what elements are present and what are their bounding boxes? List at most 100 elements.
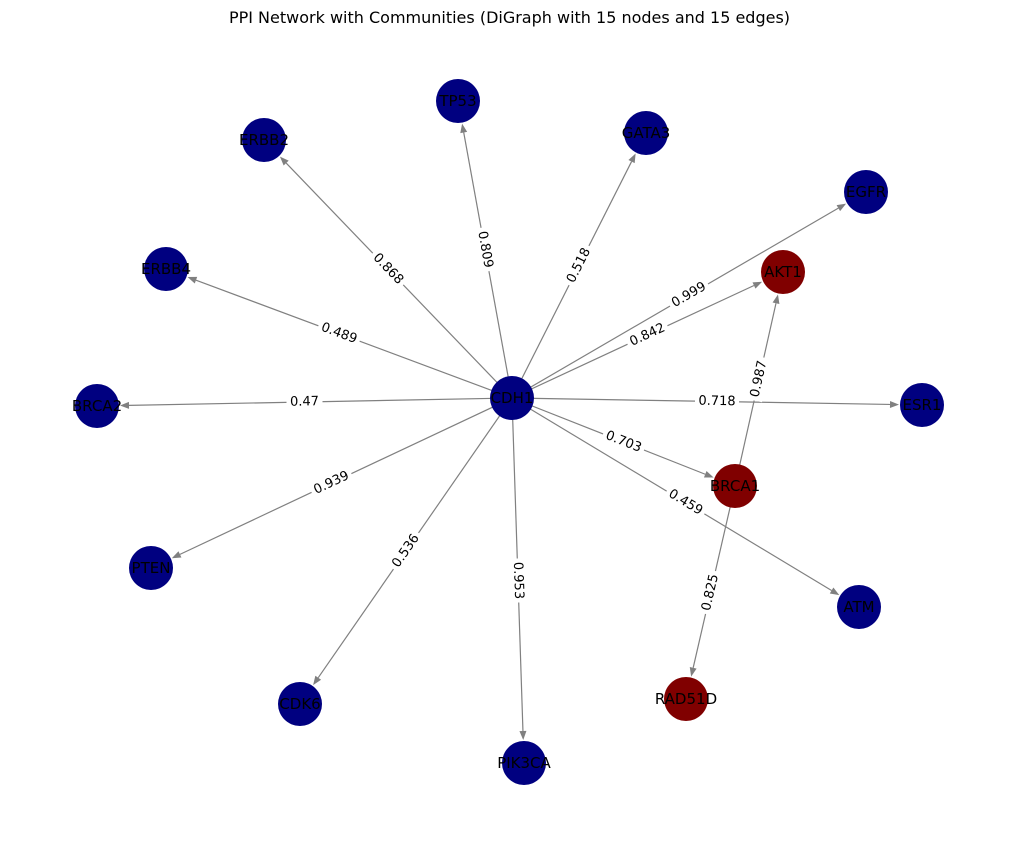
edge-label-brca1-rad51d: 0.825 — [697, 569, 724, 616]
edge-label-background — [386, 528, 426, 574]
edge-label-cdh1-cdk6: 0.536 — [386, 528, 426, 574]
edge-label-background — [665, 277, 713, 313]
node-label: ERBB2 — [239, 131, 289, 149]
node-circle — [242, 118, 286, 162]
node-cdk6: CDK6 — [278, 682, 322, 726]
node-egfr: EGFR — [844, 170, 888, 214]
node-label: ATM — [843, 598, 874, 616]
edge-weight-text: 0.999 — [669, 279, 709, 311]
edge-label-background — [697, 569, 724, 616]
node-circle — [761, 250, 805, 294]
node-circle — [713, 464, 757, 508]
node-pik3ca: PIK3CA — [497, 741, 552, 785]
node-label: BRCA1 — [710, 477, 760, 495]
node-label: GATA3 — [622, 124, 671, 142]
edge-label-cdh1-erbb2: 0.868 — [366, 247, 410, 291]
edge-label-cdh1-tp53: 0.809 — [473, 226, 497, 273]
edge-label-background — [561, 242, 597, 289]
edge-label-background — [315, 318, 363, 349]
edge-label-cdh1-pten: 0.939 — [308, 466, 355, 500]
arrowhead-cdh1-egfr — [836, 203, 847, 212]
edge-weight-text: 0.842 — [627, 320, 667, 349]
edge-label-cdh1-pik3ca: 0.953 — [509, 558, 527, 603]
node-rad51d: RAD51D — [655, 677, 717, 721]
node-brca2: BRCA2 — [72, 384, 122, 428]
node-circle — [144, 247, 188, 291]
arrowhead-cdh1-esr1 — [889, 400, 900, 408]
node-label: EGFR — [846, 183, 886, 201]
node-brca1: BRCA1 — [710, 464, 760, 508]
arrowhead-cdh1-erbb2 — [279, 156, 289, 166]
edge-label-background — [509, 558, 527, 603]
edge-label-cdh1-esr1: 0.718 — [694, 393, 740, 410]
arrowhead-cdh1-atm — [829, 587, 840, 596]
node-circle — [900, 383, 944, 427]
node-label: PTEN — [132, 559, 171, 577]
node-label: RAD51D — [655, 690, 717, 708]
node-gata3: GATA3 — [622, 111, 671, 155]
edge-weight-text: 0.459 — [666, 486, 706, 518]
node-erbb4: ERBB4 — [141, 247, 191, 291]
edge-label-background — [662, 484, 709, 521]
node-cdh1: CDH1 — [490, 376, 534, 420]
edge-weight-text: 0.47 — [290, 394, 319, 410]
edge-label-cdh1-brca2: 0.47 — [286, 393, 323, 411]
node-atm: ATM — [837, 585, 881, 629]
arrowhead-brca1-rad51d — [689, 667, 697, 677]
arrowhead-cdh1-erbb4 — [187, 276, 198, 284]
node-circle — [75, 384, 119, 428]
arrowhead-cdh1-akt1 — [752, 281, 763, 289]
edge-label-background — [473, 226, 497, 273]
edge-weight-text: 0.489 — [319, 320, 359, 347]
node-esr1: ESR1 — [900, 383, 944, 427]
edges-layer — [119, 123, 900, 741]
edge-label-background — [600, 426, 647, 458]
edge-weight-text: 0.718 — [698, 394, 735, 410]
node-tp53: TP53 — [436, 79, 480, 123]
edge-label-brca1-akt1: 0.987 — [746, 355, 772, 403]
edge-weight-text: 0.703 — [603, 428, 643, 456]
edge-weight-text: 0.809 — [474, 230, 495, 269]
edge-label-background — [624, 318, 671, 352]
edge-label-cdh1-erbb4: 0.489 — [315, 318, 363, 349]
node-circle — [278, 682, 322, 726]
node-label: PIK3CA — [497, 754, 551, 772]
arrowhead-cdh1-pik3ca — [519, 730, 527, 741]
node-pten: PTEN — [129, 546, 173, 590]
edge-weight-text: 0.953 — [510, 562, 526, 600]
node-circle — [129, 546, 173, 590]
arrowhead-cdh1-tp53 — [460, 123, 468, 134]
arrowhead-cdh1-brca1 — [703, 470, 714, 478]
node-label: ESR1 — [903, 396, 942, 414]
edge-label-background — [286, 393, 323, 411]
edge-label-background — [366, 247, 410, 291]
node-circle — [502, 741, 546, 785]
node-label: CDH1 — [491, 389, 534, 407]
node-erbb2: ERBB2 — [239, 118, 289, 162]
edge-weight-text: 0.939 — [311, 468, 351, 497]
node-circle — [837, 585, 881, 629]
node-circle — [664, 677, 708, 721]
node-circle — [844, 170, 888, 214]
arrowhead-cdh1-cdk6 — [313, 675, 322, 686]
graph-title: PPI Network with Communities (DiGraph wi… — [228, 8, 791, 27]
node-label: CDK6 — [279, 695, 320, 713]
edge-label-background — [308, 466, 355, 500]
node-circle — [490, 376, 534, 420]
node-akt1: AKT1 — [761, 250, 805, 294]
edge-label-cdh1-akt1: 0.842 — [624, 318, 671, 352]
arrowhead-brca1-akt1 — [772, 294, 780, 304]
edge-label-cdh1-brca1: 0.703 — [600, 426, 647, 458]
arrowhead-cdh1-brca2 — [119, 401, 130, 409]
node-label: BRCA2 — [72, 397, 122, 415]
edge-weight-text: 0.518 — [564, 246, 594, 286]
node-label: AKT1 — [764, 263, 802, 281]
edge-weight-text: 0.868 — [370, 250, 407, 287]
node-label: TP53 — [438, 92, 476, 110]
arrowhead-cdh1-pten — [171, 551, 182, 559]
edge-label-background — [746, 355, 772, 403]
arrowhead-cdh1-gata3 — [628, 153, 636, 164]
